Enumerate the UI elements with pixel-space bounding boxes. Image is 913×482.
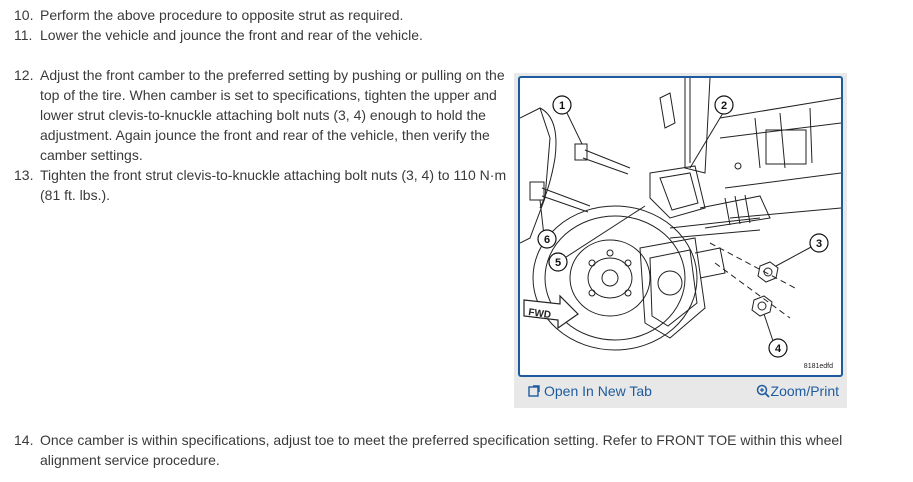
step-text: Lower the vehicle and jounce the front a… [40,27,423,43]
svg-text:FWD: FWD [528,307,552,321]
callout-5: 5 [548,252,568,272]
open-in-new-tab-link[interactable]: Open In New Tab [528,383,652,400]
zoom-print-link[interactable]: Zoom/Print [756,383,839,401]
callout-4: 4 [768,338,788,358]
step-12: 12. Adjust the front camber to the prefe… [14,65,508,165]
step-number: 11. [14,27,33,43]
fwd-arrow-icon: FWD [523,294,579,330]
step-text: Once camber is within specifications, ad… [40,432,843,468]
step-text: Adjust the front camber to the preferred… [40,67,505,163]
step-number: 10. [14,7,34,23]
svg-text:5: 5 [555,257,561,269]
svg-text:2: 2 [721,100,727,112]
callout-2: 2 [714,95,734,115]
step-13: 13. Tighten the front strut clevis-to-kn… [14,165,508,205]
callout-6: 6 [537,229,557,249]
svg-text:6: 6 [544,234,550,246]
svg-text:4: 4 [775,343,782,355]
figure-toolbar: Open In New Tab Zoom/Print [518,378,843,404]
step-text: Tighten the front strut clevis-to-knuckl… [40,167,507,203]
step-text: Perform the above procedure to opposite … [40,7,404,23]
step-number: 14. [14,432,34,448]
zoom-print-label: Zoom/Print [770,383,839,399]
svg-text:3: 3 [816,238,822,250]
new-tab-icon [528,384,540,400]
zoom-icon [756,384,770,401]
step-number: 13. [14,167,34,183]
callout-1: 1 [552,95,572,115]
step-10: 10. Perform the above procedure to oppos… [14,5,494,25]
callout-3: 3 [809,233,829,253]
step-11: 11. Lower the vehicle and jounce the fro… [14,25,494,45]
step-14: 14. Once camber is within specifications… [14,430,894,470]
strut-illustration: FWD 1 2 3 4 5 6 [520,78,841,358]
image-code: 8181edfd [803,363,833,370]
svg-text:1: 1 [559,100,565,112]
strut-diagram[interactable]: FWD 1 2 3 4 5 6 8181edfd [518,76,843,377]
figure-container: FWD 1 2 3 4 5 6 8181edfd Open In New Tab… [514,73,847,408]
open-in-new-tab-label: Open In New Tab [544,383,652,399]
step-number: 12. [14,67,34,83]
